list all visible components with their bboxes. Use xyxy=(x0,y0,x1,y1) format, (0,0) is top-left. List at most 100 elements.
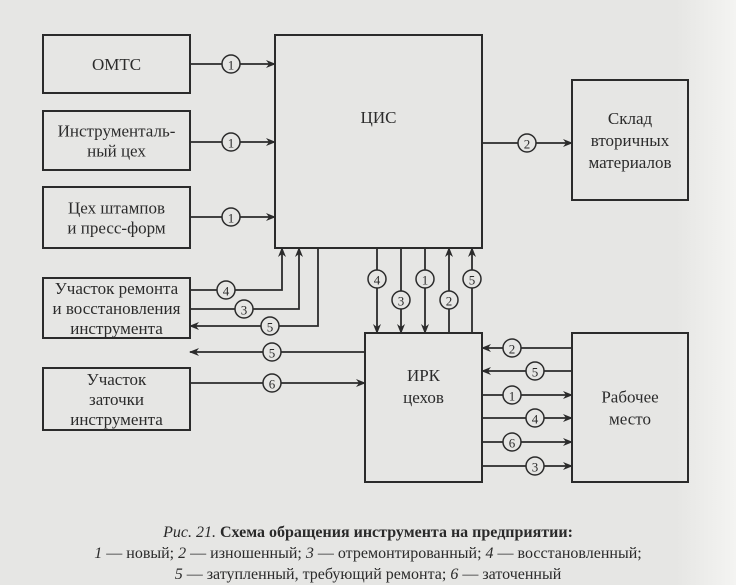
flow-type-label: 4 xyxy=(223,284,230,299)
node-warehouse: Склад вторичных материалов xyxy=(571,79,689,201)
node-label: вторичных xyxy=(591,131,670,150)
figure-caption: Рис. 21. Схема обращения инструмента на … xyxy=(0,522,736,585)
flow-type-label: 6 xyxy=(509,436,516,451)
flow-type-label: 2 xyxy=(524,137,531,152)
edge-irk-to-workplace: 4 xyxy=(482,408,573,428)
legend-text: — заточенный xyxy=(458,566,562,583)
node-box xyxy=(364,332,483,483)
node-label: и пресс-форм xyxy=(67,219,165,238)
edge-omts-to-cis: 1 xyxy=(190,54,276,74)
flow-type-label: 2 xyxy=(509,342,516,357)
edge-workplace-to-irk: 5 xyxy=(481,361,572,381)
edge-cis-to-repair-site: 5 xyxy=(189,248,319,336)
flow-type-label: 3 xyxy=(241,303,248,318)
edge-irk-to-workplace: 1 xyxy=(482,385,573,405)
legend-text: — новый; xyxy=(102,545,179,562)
flow-type-badge: 1 xyxy=(221,132,241,152)
node-box xyxy=(571,79,689,201)
node-label: Цех штампов xyxy=(68,199,165,218)
node-label: инструмента xyxy=(70,319,163,338)
node-label: ОМТС xyxy=(92,55,141,74)
flow-type-badge: 2 xyxy=(517,133,537,153)
node-label: материалов xyxy=(588,153,671,172)
node-label: заточки xyxy=(89,390,144,409)
flow-type-badge: 5 xyxy=(262,342,282,362)
edge-cis-to-warehouse: 2 xyxy=(482,133,573,153)
flow-type-badge: 4 xyxy=(216,280,236,300)
node-label: Рабочее xyxy=(601,388,658,407)
flow-type-badge: 1 xyxy=(502,385,522,405)
flow-type-label: 5 xyxy=(269,346,276,361)
flow-type-badge: 5 xyxy=(260,316,280,336)
edge-cis-to-irk: 4 xyxy=(367,248,387,334)
node-label: Участок ремонта xyxy=(55,279,179,298)
flow-type-badge: 3 xyxy=(234,299,254,319)
node-label: Инструменталь- xyxy=(58,122,176,141)
node-box xyxy=(42,34,191,94)
node-box xyxy=(42,367,191,431)
edge-irk-to-sharpen-site: 5 xyxy=(189,342,365,362)
node-box xyxy=(42,110,191,171)
flow-type-badge: 4 xyxy=(525,408,545,428)
flow-type-badge: 1 xyxy=(221,207,241,227)
legend-line-2: 5 — затупленный, требующий ремонта; 6 — … xyxy=(0,564,736,585)
flow-type-label: 1 xyxy=(422,273,429,288)
edge-irk-to-cis: 2 xyxy=(439,247,459,333)
node-label: ный цех xyxy=(87,142,146,161)
edge-sharpen-site-to-irk: 6 xyxy=(190,373,366,393)
legend-num: 4 xyxy=(485,545,494,562)
figure-title: Схема обращения инструмента на предприят… xyxy=(219,524,573,541)
node-tool-shop: Инструменталь-ный цех xyxy=(42,110,191,171)
flow-type-badge: 6 xyxy=(502,432,522,452)
flow-type-label: 5 xyxy=(532,365,539,380)
node-cis: ЦИС xyxy=(274,34,483,249)
flow-type-label: 6 xyxy=(269,377,276,392)
flow-type-label: 2 xyxy=(446,294,453,309)
edge-repair-site-to-cis: 3 xyxy=(190,247,303,319)
flow-type-badge: 2 xyxy=(439,290,459,310)
figure-number: Рис. 21. xyxy=(163,524,216,541)
edge-workplace-to-irk: 2 xyxy=(481,338,572,358)
flow-type-badge: 1 xyxy=(221,54,241,74)
flow-type-label: 1 xyxy=(228,136,235,151)
node-box xyxy=(274,34,483,249)
flow-type-label: 3 xyxy=(532,460,539,475)
legend-num: 2 xyxy=(178,545,187,562)
page-edge-shadow xyxy=(676,0,736,585)
edge-tool-shop-to-cis: 1 xyxy=(190,132,276,152)
legend-line-1: 1 — новый; 2 — изношенный; 3 — отремонти… xyxy=(0,543,736,564)
edge-irk-to-workplace: 6 xyxy=(482,432,573,452)
node-omts: ОМТС xyxy=(42,34,191,94)
flow-type-badge: 4 xyxy=(367,269,387,289)
flow-type-label: 4 xyxy=(532,412,539,427)
legend-num: 6 xyxy=(450,566,459,583)
flow-type-badge: 1 xyxy=(415,269,435,289)
flow-type-label: 1 xyxy=(228,211,235,226)
flow-type-badge: 3 xyxy=(525,456,545,476)
flow-type-label: 1 xyxy=(509,389,516,404)
node-label: ЦИС xyxy=(361,108,397,127)
edge-irk-to-cis: 5 xyxy=(462,247,482,333)
flow-type-label: 4 xyxy=(374,273,381,288)
node-label: цехов xyxy=(403,388,444,407)
flow-arrow xyxy=(190,247,303,310)
edge-die-shop-to-cis: 1 xyxy=(190,207,276,227)
node-label: Склад xyxy=(608,109,653,128)
legend-text: — восстановленный; xyxy=(493,545,642,562)
node-label: и восстановления xyxy=(53,299,181,318)
flow-type-badge: 2 xyxy=(502,338,522,358)
flow-arrow xyxy=(189,248,319,330)
edge-repair-site-to-cis: 4 xyxy=(190,247,286,300)
edge-irk-to-workplace: 3 xyxy=(482,456,573,476)
edge-cis-to-irk: 3 xyxy=(391,248,411,334)
legend-num: 3 xyxy=(305,545,314,562)
flow-type-label: 3 xyxy=(398,294,405,309)
node-box xyxy=(42,186,191,249)
legend-num: 5 xyxy=(174,566,183,583)
flow-type-label: 1 xyxy=(228,58,235,73)
